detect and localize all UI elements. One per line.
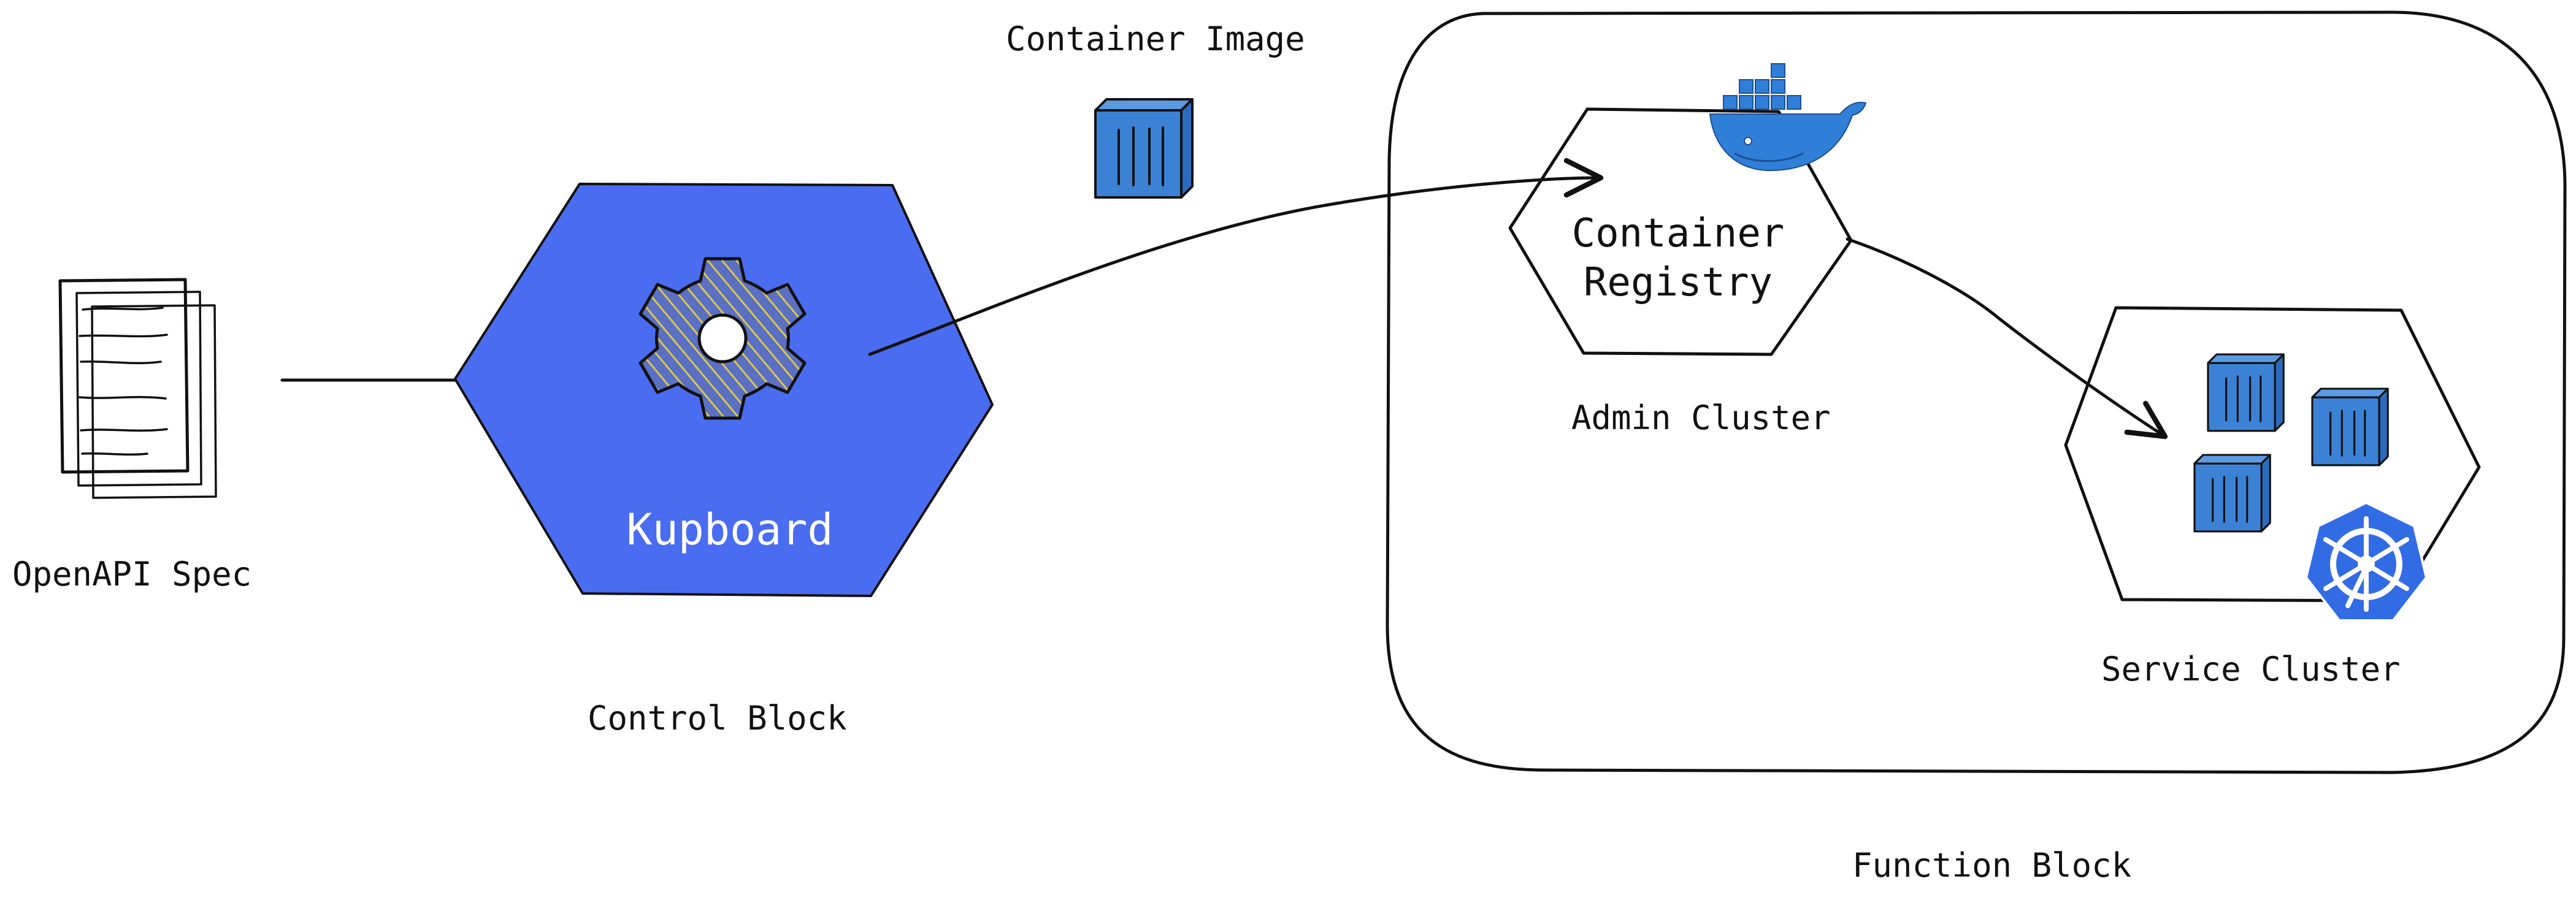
admin-cluster-label: Admin Cluster [1571, 399, 1831, 437]
gear-icon [638, 257, 807, 420]
arrow-kupboard-to-registry [868, 158, 1604, 356]
container-registry-label-line1: Container [1572, 211, 1785, 256]
container-box-icon [2193, 454, 2271, 533]
container-registry-label-line2: Registry [1584, 260, 1773, 305]
document-stack-icon [58, 278, 217, 499]
function-block-label: Function Block [1852, 846, 2131, 885]
arrow-registry-to-service [1846, 237, 2168, 440]
admin-cluster-hexagon [1508, 107, 1853, 356]
service-cluster-label: Service Cluster [2101, 650, 2401, 688]
function-block-boundary [1386, 10, 2567, 774]
kubernetes-helm-icon [2304, 501, 2428, 622]
container-box-icon [2207, 353, 2285, 432]
container-box-icon [1094, 98, 1194, 199]
container-box-icon [2311, 387, 2389, 467]
docker-whale-icon [1709, 63, 1867, 172]
kupboard-label: Kupboard [626, 505, 833, 555]
container-image-label: Container Image [1006, 20, 1305, 58]
control-block-label: Control Block [588, 699, 847, 738]
openapi-spec-label: OpenAPI Spec [12, 555, 251, 593]
